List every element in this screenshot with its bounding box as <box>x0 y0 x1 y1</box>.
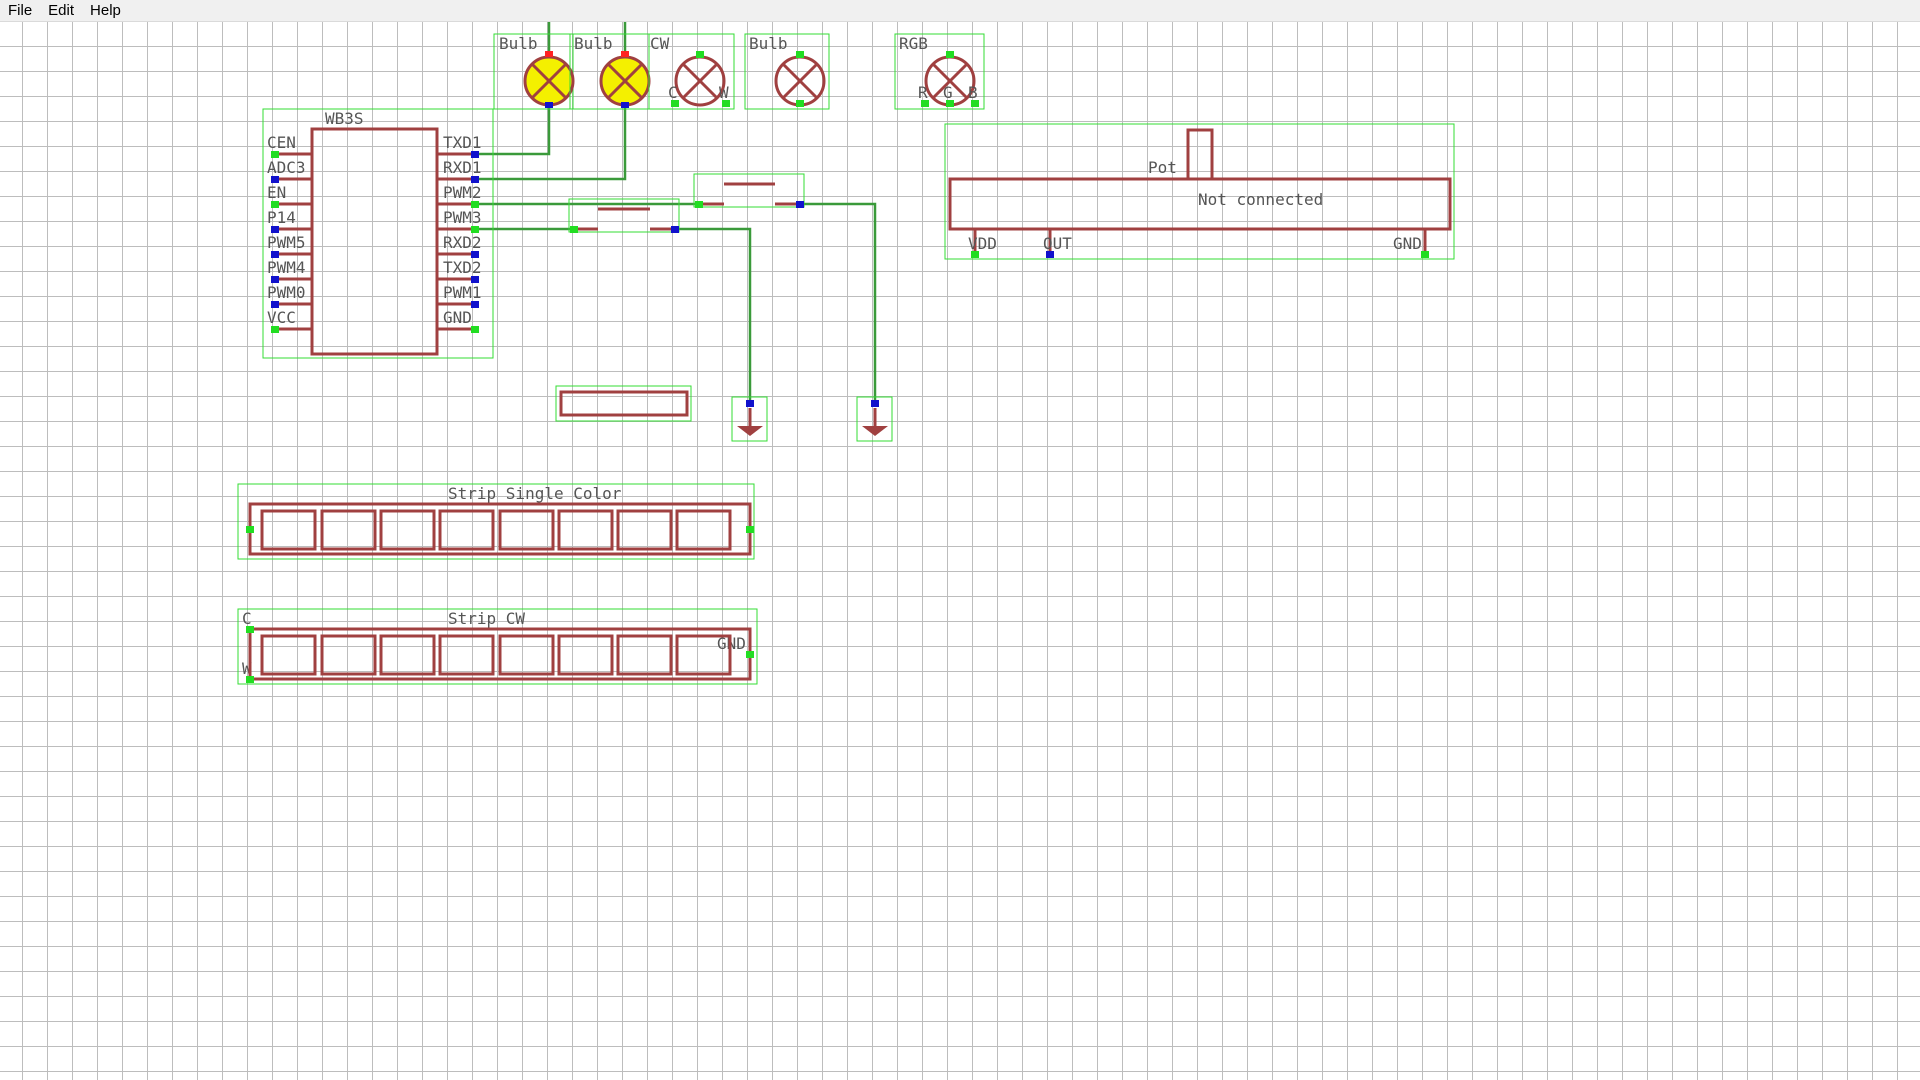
bulb-1[interactable]: Bulb <box>493 33 575 110</box>
chip-pin-right-5: TXD2 <box>443 258 482 277</box>
strip-cw-label: Strip CW <box>448 609 525 628</box>
unlabeled-component[interactable] <box>555 385 692 422</box>
switch-2[interactable] <box>693 173 805 208</box>
pot-pin-vdd: VDD <box>968 234 997 253</box>
menu-edit[interactable]: Edit <box>48 1 75 19</box>
wires <box>475 22 877 404</box>
wire-bulb1-txd1[interactable] <box>475 105 551 156</box>
bulb-cw-pin-w: W <box>719 83 729 102</box>
wire-switch2-ground2[interactable] <box>800 202 877 404</box>
pot-body <box>948 177 1452 231</box>
chip-pin-right-7: GND <box>443 308 472 327</box>
chip-name: WB3S <box>325 109 364 128</box>
chip-pin-right-6: PWM1 <box>443 283 482 302</box>
ground-1[interactable] <box>731 396 768 442</box>
chip-pin-right-3: PWM3 <box>443 208 482 227</box>
wire-switch1-ground1[interactable] <box>675 227 752 404</box>
chip-pin-left-6: PWM0 <box>267 283 306 302</box>
potentiometer[interactable]: Pot Not connected VDD OUT GND <box>944 123 1455 260</box>
bulb-cw[interactable]: CW C W <box>648 33 735 110</box>
chip-pin-left-2: EN <box>267 183 286 202</box>
bulb-3[interactable]: Bulb <box>744 33 830 110</box>
chip-pin-right-1: RXD1 <box>443 158 482 177</box>
strip-cw-pin-w: W <box>242 659 252 678</box>
pot-pin-gnd: GND <box>1393 234 1422 253</box>
schematic-svg[interactable]: Bulb Bulb CW C W Bulb <box>0 22 1920 1080</box>
wire-bulb2-rxd1[interactable] <box>475 105 627 181</box>
bulb-rgb-pin-b: B <box>968 83 978 102</box>
menu-help[interactable]: Help <box>90 1 121 19</box>
menu-file[interactable]: File <box>8 1 33 19</box>
menu-bar: File Edit Help <box>0 0 1920 22</box>
bulb-2[interactable]: Bulb <box>569 33 651 110</box>
chip-pin-left-7: VCC <box>267 308 296 327</box>
wb3s-chip[interactable]: WB3S CEN ADC3 EN P14 PWM5 PWM4 PWM0 VCC … <box>262 108 494 359</box>
bulb-cw-pin-c: C <box>668 83 678 102</box>
pot-status: Not connected <box>1198 190 1323 209</box>
bulb-3-label: Bulb <box>749 34 788 53</box>
ground-2[interactable] <box>856 396 893 442</box>
strip-single-label: Strip Single Color <box>448 484 622 503</box>
pot-label: Pot <box>1148 158 1177 177</box>
pot-pin-out: OUT <box>1043 234 1072 253</box>
strip-cw-pin-c: C <box>242 609 252 628</box>
chip-body <box>310 127 439 356</box>
strip-cw[interactable]: Strip CW C W GND <box>237 608 758 685</box>
strip-single-color[interactable]: Strip Single Color <box>237 483 755 560</box>
chip-pin-right-4: RXD2 <box>443 233 482 252</box>
bulb-2-label: Bulb <box>574 34 613 53</box>
chip-pin-left-1: ADC3 <box>267 158 306 177</box>
bulb-cw-label: CW <box>650 34 670 53</box>
chip-pin-left-5: PWM4 <box>267 258 306 277</box>
bulb-rgb-label: RGB <box>899 34 928 53</box>
bulb-rgb[interactable]: RGB R G B <box>894 33 985 110</box>
chip-pin-right-2: PWM2 <box>443 183 482 202</box>
bulb-1-label: Bulb <box>499 34 538 53</box>
chip-pin-left-4: PWM5 <box>267 233 306 252</box>
chip-pin-right-0: TXD1 <box>443 133 482 152</box>
bulb-rgb-pin-g: G <box>943 83 953 102</box>
bulb-rgb-pin-r: R <box>918 83 928 102</box>
chip-pin-left-0: CEN <box>267 133 296 152</box>
switch-1[interactable] <box>568 198 680 233</box>
schematic-canvas[interactable]: Bulb Bulb CW C W Bulb <box>0 22 1920 1080</box>
chip-pin-left-3: P14 <box>267 208 296 227</box>
